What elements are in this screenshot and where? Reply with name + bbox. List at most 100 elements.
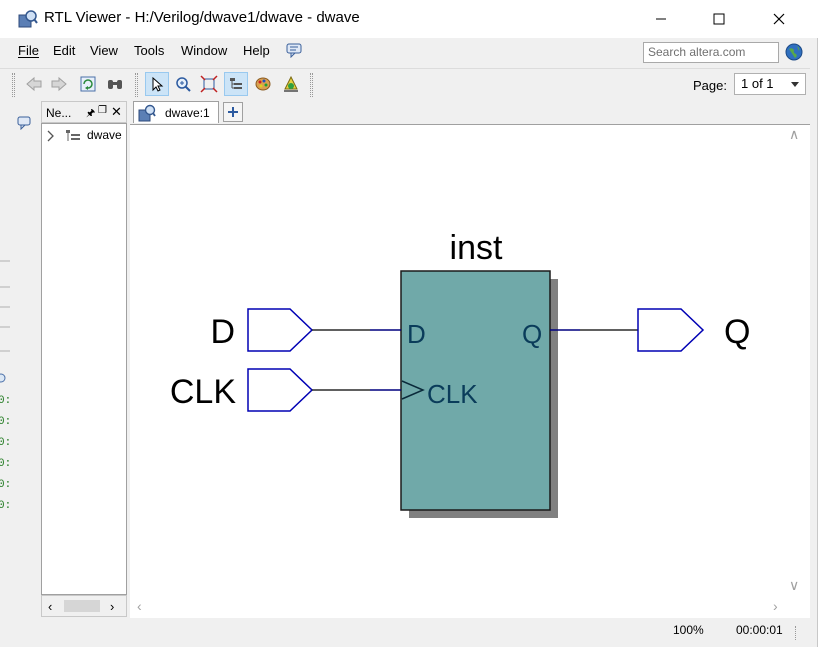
minimize-button[interactable] — [632, 0, 690, 38]
menu-view-label: View — [90, 43, 118, 58]
forward-icon — [51, 76, 67, 92]
rtl-viewer-app-icon — [18, 10, 38, 28]
menu-bar: File Edit View Tools Window Help Search … — [0, 38, 810, 66]
tab-label: dwave:1 — [165, 106, 210, 120]
refresh-icon — [80, 76, 96, 92]
menu-file-label: File — [18, 43, 39, 58]
minimize-icon — [656, 18, 666, 20]
back-icon — [26, 76, 42, 92]
close-panel-icon[interactable]: ✕ — [111, 104, 122, 119]
scroll-up-icon[interactable]: ∧ — [789, 126, 800, 142]
input-port-clk-label: CLK — [170, 373, 236, 411]
color-palette-button[interactable] — [251, 72, 275, 96]
netlist-navigator-icon — [284, 75, 298, 92]
plus-icon — [228, 107, 238, 117]
scroll-right-icon[interactable]: › — [110, 599, 115, 614]
maximize-button[interactable] — [690, 0, 748, 38]
netlist-navigator-button[interactable] — [279, 72, 303, 96]
instance-name: inst — [450, 229, 503, 267]
output-port-q[interactable] — [637, 308, 705, 352]
clipped-mark-1: 0: — [0, 395, 12, 407]
clipped-mark-5: 0: — [0, 479, 12, 491]
hierarchy-button[interactable] — [224, 72, 248, 96]
clipped-mark-4: 0: — [0, 458, 12, 470]
clock-triangle-icon — [401, 380, 425, 400]
menu-tools-label: Tools — [134, 43, 165, 58]
search-placeholder: Search altera.com — [648, 45, 746, 59]
toolbar-grip-2[interactable] — [135, 73, 138, 97]
chevron-right-icon[interactable] — [47, 130, 55, 142]
back-button[interactable] — [22, 72, 46, 96]
find-icon — [108, 80, 122, 89]
schematic-canvas[interactable]: inst D CLK D CLK Q Q — [130, 124, 810, 618]
color-palette-icon — [255, 77, 271, 91]
navigator-header: Ne... 🖈 ❐ ✕ — [41, 101, 127, 123]
scroll-left-icon[interactable]: ‹ — [48, 599, 53, 614]
tree-item[interactable]: dwave — [42, 127, 126, 145]
select-tool-button[interactable] — [145, 72, 169, 96]
menu-window-label: Window — [181, 43, 228, 58]
title-bar: RTL Viewer - H:/Verilog/dwave1/dwave - d… — [0, 0, 818, 38]
input-port-d[interactable] — [247, 308, 314, 352]
menu-file[interactable]: File — [18, 43, 39, 58]
tab-bar: dwave:1 — [130, 100, 810, 124]
menu-window[interactable]: Window — [181, 43, 227, 58]
schematic-drawing: inst D CLK D CLK Q Q — [170, 229, 750, 518]
menu-tools[interactable]: Tools — [134, 43, 164, 58]
refresh-button[interactable] — [76, 72, 100, 96]
clipped-panel-lines — [0, 260, 10, 383]
menu-help-label: Help — [243, 43, 270, 58]
fit-window-icon — [200, 75, 218, 93]
toolbar-grip[interactable] — [12, 73, 15, 97]
window-title: RTL Viewer - H:/Verilog/dwave1/dwave - d… — [44, 9, 360, 26]
globe-icon[interactable] — [785, 43, 803, 61]
hierarchy-icon — [230, 78, 242, 89]
scroll-down-icon[interactable]: ∨ — [789, 577, 800, 593]
search-input[interactable]: Search altera.com — [643, 42, 779, 63]
float-panel-icon[interactable]: ❐ — [98, 105, 107, 116]
status-bar: 100% 00:00:01 — [0, 618, 810, 642]
zoom-tool-button[interactable] — [171, 72, 195, 96]
tab-dwave-1[interactable]: dwave:1 — [133, 101, 219, 123]
page-select-value: 1 of 1 — [741, 76, 774, 91]
clipped-mark-6: 0: — [0, 500, 12, 512]
menu-help[interactable]: Help — [243, 43, 270, 58]
page-label: Page: — [693, 78, 727, 93]
block-port-d: D — [407, 319, 426, 349]
messages-icon[interactable] — [17, 116, 31, 130]
rtl-viewer-tab-icon — [138, 104, 156, 122]
select-tool-icon — [152, 76, 164, 92]
page-select[interactable]: 1 of 1 — [734, 73, 806, 95]
netlist-navigator-tree: dwave — [41, 123, 127, 595]
close-button[interactable] — [750, 0, 808, 38]
navigator-hscrollbar[interactable]: ‹ › — [41, 595, 127, 617]
resize-grip[interactable] — [795, 626, 805, 640]
instance-block[interactable] — [400, 270, 551, 511]
add-tab-button[interactable] — [223, 102, 243, 122]
clipped-mark-2: 0: — [0, 416, 12, 428]
maximize-icon — [713, 13, 725, 25]
toolbar-grip-3[interactable] — [310, 73, 313, 97]
toolbar: Page: 1 of 1 — [0, 68, 810, 100]
menu-view[interactable]: View — [90, 43, 118, 58]
pin-icon[interactable]: 🖈 — [86, 108, 96, 119]
menu-edit[interactable]: Edit — [53, 43, 75, 58]
block-port-q: Q — [522, 319, 542, 349]
input-port-d-label: D — [210, 313, 235, 351]
elapsed-time: 00:00:01 — [736, 623, 783, 637]
menu-edit-label: Edit — [53, 43, 76, 58]
output-port-q-label: Q — [724, 313, 750, 351]
input-port-clk[interactable] — [247, 368, 314, 412]
zoom-tool-icon — [176, 77, 191, 92]
tree-item-label: dwave — [87, 128, 122, 142]
forward-button[interactable] — [47, 72, 71, 96]
scroll-left-canvas-icon[interactable]: ‹ — [137, 598, 142, 614]
fit-window-button[interactable] — [197, 72, 221, 96]
left-dock-strip — [0, 100, 40, 636]
help-bubble-icon[interactable] — [286, 42, 302, 58]
scroll-right-canvas-icon[interactable]: › — [773, 598, 778, 614]
clipped-mark-3: 0: — [0, 437, 12, 449]
find-button[interactable] — [103, 72, 127, 96]
scroll-thumb[interactable] — [64, 600, 100, 612]
